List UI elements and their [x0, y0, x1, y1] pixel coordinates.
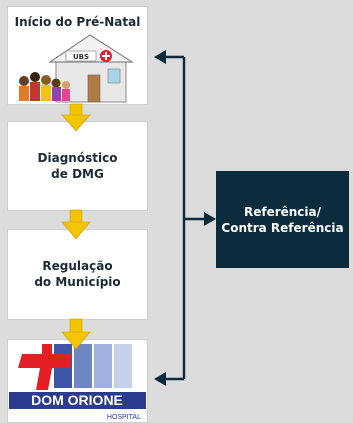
down-arrow-2: [61, 209, 91, 240]
ubs-sign-text: UBS: [73, 53, 89, 61]
arrow-to-hospital-icon: [154, 372, 166, 386]
ubs-sign-board: [65, 50, 97, 62]
step-regulation-label: Regulação do Município: [34, 259, 121, 289]
step-start-box: Início do Pré-Natal UBS: [7, 6, 148, 105]
hospital-logo: DOM ORIONE HOSPITAL: [9, 344, 146, 421]
down-arrow-3: [61, 318, 91, 350]
arrow-to-start-icon: [154, 50, 166, 64]
step-start-label: Início do Pré-Natal: [14, 15, 141, 29]
ubs-window: [107, 68, 121, 84]
hospital-logo-box: DOM ORIONE HOSPITAL: [7, 339, 148, 423]
hospital-cross-icon: [18, 344, 72, 390]
reference-counter-reference-box: Referência/ Contra Referência: [216, 171, 349, 268]
ubs-illustration: UBS: [19, 34, 135, 103]
people-group-icon: [19, 72, 70, 101]
step-diagnosis-label: Diagnóstico de DMG: [37, 151, 118, 181]
step-regulation-box: Regulação do Município: [7, 229, 148, 320]
arrow-to-reference-icon: [204, 212, 216, 226]
hospital-subtitle: HOSPITAL: [107, 414, 141, 421]
ubs-door: [87, 74, 101, 103]
reference-bracket: [160, 55, 208, 381]
step-diagnosis-box: Diagnóstico de DMG: [7, 121, 148, 211]
down-arrow-1: [61, 103, 91, 132]
hospital-name: DOM ORIONE: [31, 392, 123, 408]
hospital-name-band: [9, 392, 146, 409]
